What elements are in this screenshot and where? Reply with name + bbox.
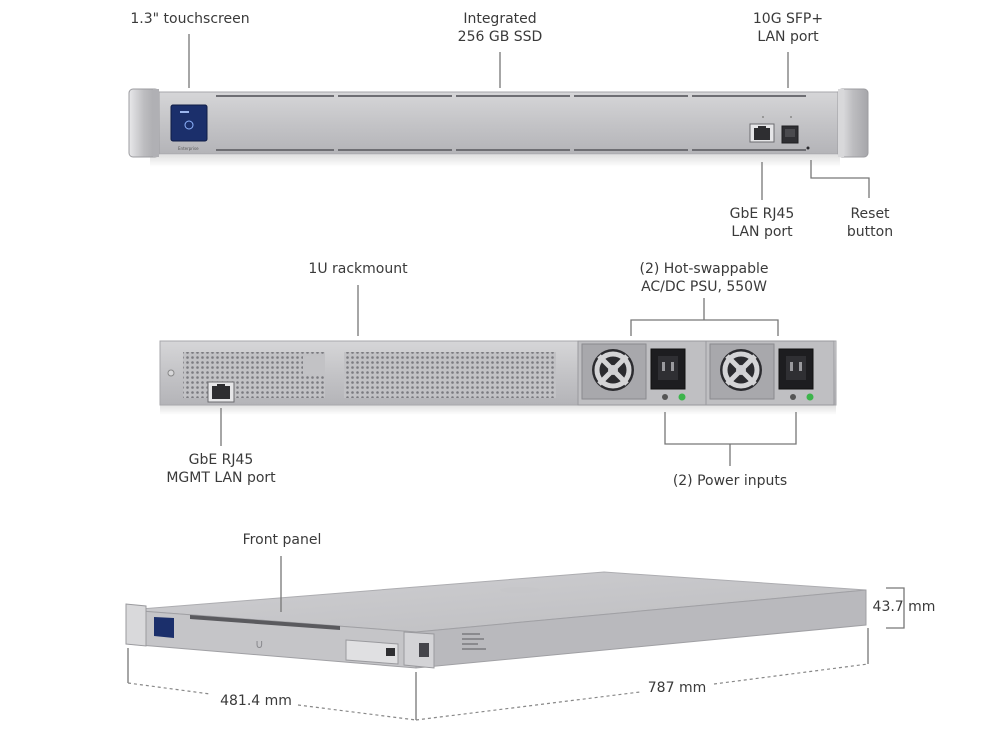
front-rj45-label-line2: LAN port <box>731 224 793 240</box>
sfp-label-line1: 10G SFP+ <box>752 11 824 27</box>
touchscreen-logo-icon <box>184 120 194 130</box>
power-inputs-label: (2) Power inputs <box>650 472 810 490</box>
rear-mgmt-rj45-port[interactable] <box>207 381 235 403</box>
reset-label-line1: Reset <box>850 206 890 222</box>
front-rj45-port[interactable] <box>749 123 775 143</box>
front-panel-label: Front panel <box>222 531 342 549</box>
side-regulatory-label <box>462 633 486 650</box>
perspective-leader-lines <box>127 556 905 720</box>
height-dimension-label: 43.7 mm <box>866 598 942 616</box>
power-inputs-label-text: (2) Power inputs <box>672 473 788 489</box>
perspective-view: ∪ <box>125 571 867 669</box>
psu-2-status-led <box>806 393 814 401</box>
width-dimension-text: 481.4 mm <box>220 693 292 709</box>
psu-label-line1: (2) Hot-swappable <box>639 261 769 277</box>
depth-dimension-label: 787 mm <box>640 679 714 697</box>
touchscreen-label: 1.3" touchscreen <box>120 10 260 28</box>
front-u-logo-icon: ∪ <box>255 637 264 651</box>
depth-dimension-text: 787 mm <box>647 680 707 696</box>
psu-2[interactable] <box>705 340 835 406</box>
perspective-touchscreen <box>154 617 174 638</box>
mgmt-label: GbE RJ45 MGMT LAN port <box>141 451 301 487</box>
front-view: Enterprise <box>128 88 869 167</box>
dimension-lines <box>127 663 869 721</box>
front-rj45-label-line1: GbE RJ45 <box>729 206 795 222</box>
mgmt-label-line2: MGMT LAN port <box>166 470 276 486</box>
rear-vent-center <box>344 352 556 398</box>
sfp-label-line2: LAN port <box>757 29 819 45</box>
rear-leader-lines <box>220 285 797 466</box>
front-panel-slot <box>190 615 340 630</box>
rear-view <box>159 340 837 415</box>
front-vent-slots <box>216 95 806 151</box>
reset-button[interactable] <box>806 146 810 150</box>
screen-brand-text: Enterprise <box>178 146 199 151</box>
rackmount-label: 1U rackmount <box>288 260 428 278</box>
front-panel-label-text: Front panel <box>242 532 322 548</box>
reset-label-line2: button <box>846 224 894 240</box>
width-dimension-label: 481.4 mm <box>208 692 304 710</box>
psu-1-latch-screw <box>662 394 668 400</box>
front-rj45-label: GbE RJ45 LAN port <box>702 205 822 241</box>
ssd-label: Integrated 256 GB SSD <box>430 10 570 46</box>
psu-label-line2: AC/DC PSU, 550W <box>641 279 767 295</box>
psu-1[interactable] <box>577 340 707 406</box>
psu-1-status-led <box>678 393 686 401</box>
sfp-label: 10G SFP+ LAN port <box>728 10 848 46</box>
mgmt-label-line1: GbE RJ45 <box>188 452 254 468</box>
psu-2-latch-screw <box>790 394 796 400</box>
psu-label: (2) Hot-swappable AC/DC PSU, 550W <box>614 260 794 296</box>
rear-screw-icon <box>167 369 175 377</box>
reset-label: Reset button <box>820 205 920 241</box>
ssd-label-line2: 256 GB SSD <box>457 29 543 45</box>
rackmount-label-text: 1U rackmount <box>308 261 408 277</box>
front-sfp-port[interactable] <box>781 125 799 144</box>
touchscreen[interactable] <box>170 104 208 142</box>
front-chassis <box>149 91 841 155</box>
height-dimension-text: 43.7 mm <box>872 599 936 615</box>
perspective-left-ear <box>125 603 147 647</box>
front-leader-lines <box>188 34 870 200</box>
ssd-label-line1: Integrated <box>463 11 537 27</box>
rear-vent-left <box>183 352 325 398</box>
touchscreen-label-text: 1.3" touchscreen <box>130 11 250 27</box>
